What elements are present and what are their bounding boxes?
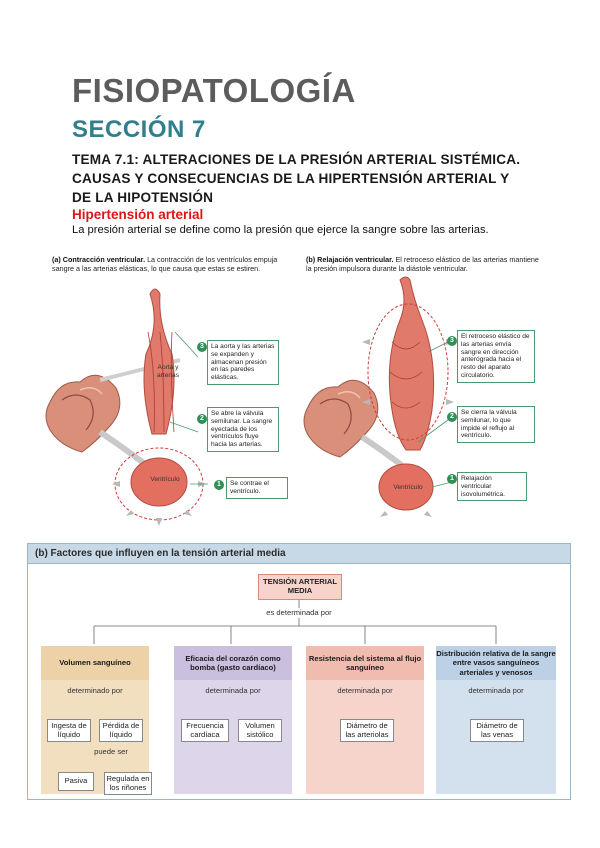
subheading: Hipertensión arterial xyxy=(72,207,204,222)
step-3-badge-b: 3 xyxy=(447,336,457,346)
child-2a: Frecuencia cardíaca xyxy=(181,719,229,742)
callout-a-step1: Se contrae el ventrículo. xyxy=(226,477,288,499)
factor-column-resistance: Resistencia del sistema al flujo sanguín… xyxy=(306,646,424,794)
heart-illustration-b xyxy=(303,379,379,458)
factor-det-2: determinada por xyxy=(205,686,261,695)
callout-b-step2: Se cierra la válvula semilunar, lo que i… xyxy=(457,406,535,444)
factor-det-1: determinado por xyxy=(67,686,123,695)
label-aorta: Aorta y arterias xyxy=(157,364,179,379)
page-title: FISIOPATOLOGÍA xyxy=(72,72,356,109)
figure-a-illustration xyxy=(45,288,208,526)
grandchild-1b: Regulada en los riñones xyxy=(104,772,152,795)
figure-a-caption: (a) Contracción ventricular. La contracc… xyxy=(52,255,290,273)
figure-b: (b) Relajación ventricular. El retroceso… xyxy=(300,252,560,532)
step-2-badge-b: 2 xyxy=(447,412,457,422)
child-1b: Pérdida de líquido xyxy=(99,719,143,742)
factor-column-distribution: Distribución relativa de la sangre entre… xyxy=(436,646,556,794)
figure-b-illustration xyxy=(303,276,454,517)
grandchild-1a: Pasiva xyxy=(58,772,94,791)
child-4a: Diámetro de las venas xyxy=(470,719,524,742)
figure-a: (a) Contracción ventricular. La contracc… xyxy=(40,252,290,532)
topic-heading: TEMA 7.1: ALTERACIONES DE LA PRESIÓN ART… xyxy=(72,152,521,205)
label-ventricle-b: Ventrículo xyxy=(393,484,423,491)
intro-text: La presión arterial se define como la pr… xyxy=(72,224,489,236)
callout-b-step1: Relajación ventricular isovolumétrica. xyxy=(457,472,527,502)
callout-b-step3: El retroceso elástico de las arterias en… xyxy=(457,330,535,383)
factor-det-4: determinada por xyxy=(468,686,524,695)
factors-title: (b) Factores que influyen en la tensión … xyxy=(35,548,286,559)
child-3a: Diámetro de las arteriolas xyxy=(340,719,394,742)
figure-b-caption-bold: (b) Relajación ventricular. xyxy=(306,255,394,264)
root-box: TENSIÓN ARTERIAL MEDIA xyxy=(258,574,342,600)
figure-a-caption-bold: (a) Contracción ventricular. xyxy=(52,255,146,264)
root-determined-by: es determinada por xyxy=(266,608,332,617)
figure-a-caption-text: La contracción de los ventrículos empuja… xyxy=(52,255,278,273)
factor-head-2: Eficacia del corazón como bomba (gasto c… xyxy=(174,646,292,680)
callout-a-step2: Se abre la válvula semilunar. La sangre … xyxy=(207,407,279,452)
step-1-badge-b: 1 xyxy=(447,474,457,484)
label-ventricle-a: Ventrículo xyxy=(150,476,180,483)
section-heading: SECCIÓN 7 xyxy=(72,116,206,143)
step-3-badge-a: 3 xyxy=(197,342,207,352)
factor-det-3: determinada por xyxy=(337,686,393,695)
factors-diagram: (b) Factores que influyen en la tensión … xyxy=(27,543,571,800)
factor-head-4: Distribución relativa de la sangre entre… xyxy=(436,646,556,680)
can-be-label: puede ser xyxy=(94,747,128,756)
figure-b-caption: (b) Relajación ventricular. El retroceso… xyxy=(306,255,546,273)
child-2b: Volumen sistólico xyxy=(238,719,282,742)
figure-b-caption-text: El retroceso elástico de las arterias ma… xyxy=(306,255,539,273)
step-2-badge-a: 2 xyxy=(197,414,207,424)
factor-head-3: Resistencia del sistema al flujo sanguín… xyxy=(306,646,424,680)
step-1-badge-a: 1 xyxy=(214,480,224,490)
child-1a: Ingesta de líquido xyxy=(47,719,91,742)
factor-head-1: Volumen sanguíneo xyxy=(41,646,149,680)
callout-a-step3: La aorta y las arterias se expanden y al… xyxy=(207,340,279,385)
factors-header: (b) Factores que influyen en la tensión … xyxy=(28,544,570,564)
